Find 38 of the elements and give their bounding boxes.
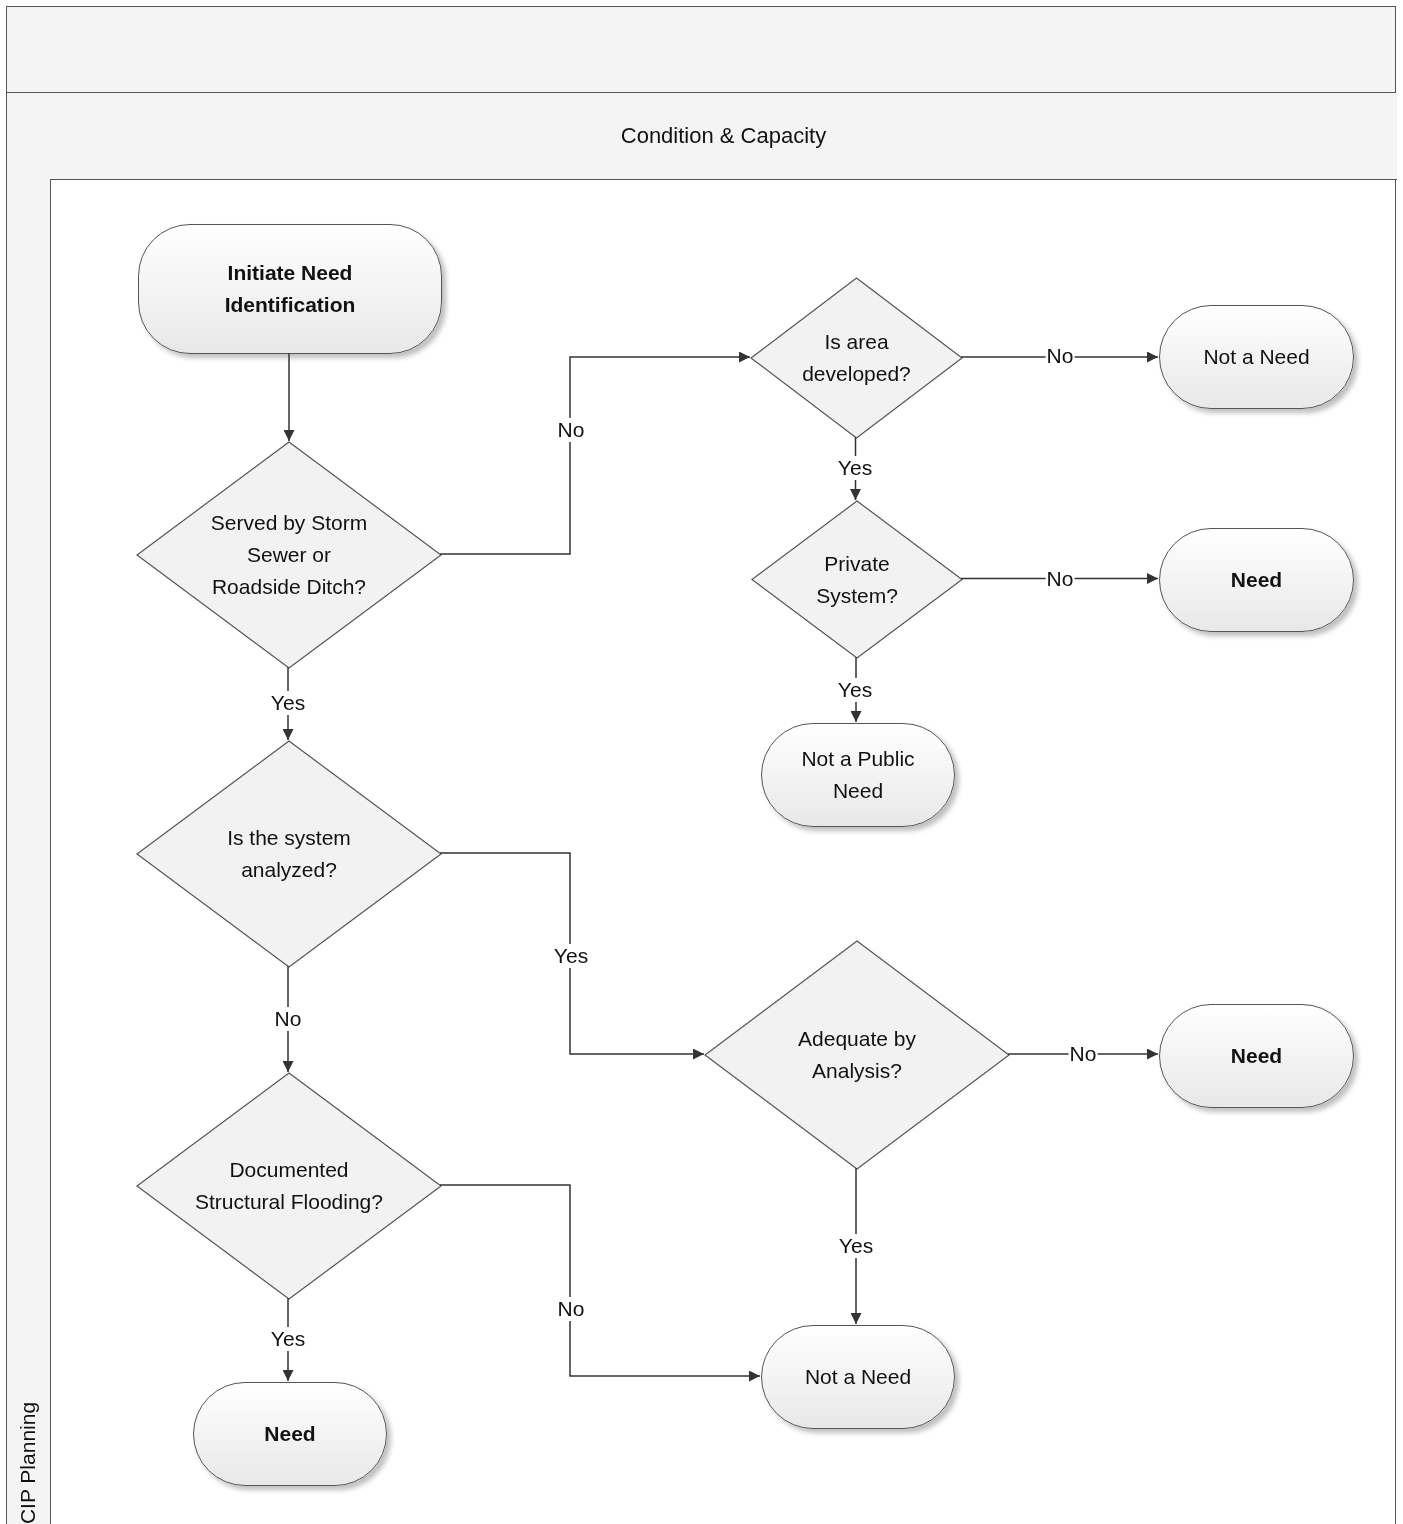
terminal-box [138, 224, 442, 354]
terminal-box [193, 1382, 387, 1486]
edge-label: Yes [269, 1327, 307, 1351]
lane-title: CIP Planning [16, 1401, 40, 1524]
terminal-box [761, 723, 955, 827]
phase-header [50, 93, 1397, 180]
edge-label: Yes [836, 456, 874, 480]
terminal-box [1159, 1004, 1354, 1108]
node-label: Served by Storm Sewer or Roadside Ditch? [209, 510, 369, 600]
node-label: Need [1230, 1043, 1283, 1069]
arrow [439, 351, 751, 555]
terminal-box [1159, 528, 1354, 632]
node-label: Need [1230, 567, 1283, 593]
terminal-box [1159, 305, 1354, 409]
edge-label: Yes [269, 691, 307, 715]
arrow [439, 852, 705, 1060]
node-label: Not a Need [1203, 344, 1310, 370]
node-label: Adequate by Analysis? [797, 1026, 917, 1084]
arrow [439, 1184, 761, 1382]
node-label: Documented Structural Flooding? [194, 1157, 384, 1215]
node-label: Private System? [815, 550, 899, 609]
edge-label: No [556, 418, 586, 442]
swimlane [6, 92, 1396, 1524]
edge-label: Yes [552, 944, 590, 968]
arrow [283, 352, 295, 442]
edge-label: Yes [837, 1234, 875, 1258]
node-label: Not a Public Need [800, 746, 916, 804]
node-label: Is area developed? [801, 329, 912, 387]
pool-header [6, 6, 1396, 92]
terminal-box [761, 1325, 955, 1429]
phase-title: Condition & Capacity [620, 123, 827, 149]
node-label: Need [264, 1421, 316, 1447]
node-label: Not a Need [804, 1364, 912, 1390]
node-label: Is the system analyzed? [226, 825, 352, 883]
edge-label: No [273, 1007, 303, 1031]
edge-label: Yes [836, 678, 874, 702]
node-label: Initiate Need Identification [223, 260, 357, 318]
edge-label: No [556, 1297, 586, 1321]
